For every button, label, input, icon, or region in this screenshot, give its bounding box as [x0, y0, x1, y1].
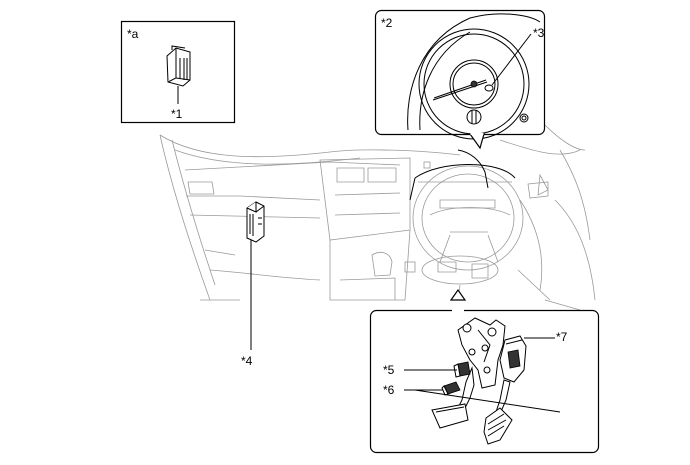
label-6: *6 [383, 383, 395, 397]
detail-box-pedals: *5 *6 *7 [369, 288, 600, 454]
label-1: *1 [171, 107, 183, 121]
leader-3 [491, 33, 532, 86]
ecu-module-1 [166, 45, 191, 87]
pedal-callout-pointer [449, 288, 467, 301]
pedal-bracket [431, 317, 506, 429]
label-5: *5 [383, 363, 395, 377]
inset-box-a: *a *1 [120, 20, 236, 124]
label-a: *a [127, 27, 139, 41]
label-2: *2 [381, 16, 393, 30]
accelerator-pedal-7 [483, 335, 527, 445]
sensor-6 [441, 381, 461, 396]
meter-detail-frame [374, 9, 546, 136]
label-3: *3 [533, 26, 545, 40]
dashboard-illustration [159, 124, 596, 311]
inset-a-frame [120, 20, 236, 124]
label-7: *7 [556, 330, 568, 344]
meter-callout-pointer [468, 133, 485, 150]
ecu-module-4 [246, 201, 265, 243]
label-4: *4 [241, 354, 253, 368]
detail-box-meter: *2 *3 [374, 9, 546, 150]
